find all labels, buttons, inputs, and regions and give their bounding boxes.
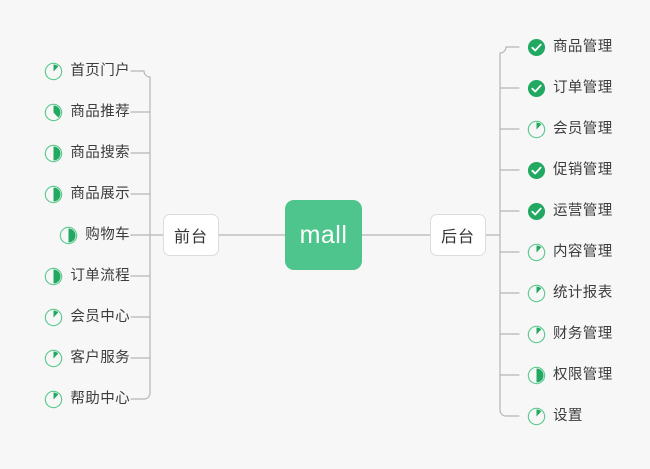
leaf-node-label: 首页门户: [70, 62, 130, 79]
pie-wedge-icon: [44, 62, 63, 81]
leaf-node-back-7[interactable]: 财务管理: [527, 320, 650, 348]
pie-half-icon: [44, 144, 63, 163]
pie-wedge-icon: [44, 390, 63, 409]
leaf-node-front-2[interactable]: 商品搜索: [0, 139, 130, 167]
leaf-node-back-4[interactable]: 运营管理: [527, 197, 650, 225]
leaf-node-label: 购物车: [85, 226, 130, 243]
pie-half-icon: [59, 226, 78, 245]
pie-half-icon: [44, 267, 63, 286]
leaf-node-label: 客户服务: [70, 349, 130, 366]
branch-node-back-label: 后台: [440, 229, 475, 246]
leaf-node-back-3[interactable]: 促销管理: [527, 156, 650, 184]
pie-wedge-icon: [527, 243, 546, 262]
pie-wedge-icon: [527, 407, 546, 426]
leaf-node-label: 权限管理: [553, 366, 613, 383]
leaf-node-back-6[interactable]: 统计报表: [527, 279, 650, 307]
leaf-node-back-9[interactable]: 设置: [527, 402, 650, 430]
leaf-node-back-8[interactable]: 权限管理: [527, 361, 650, 389]
check-circle-icon: [527, 79, 546, 98]
leaf-node-back-0[interactable]: 商品管理: [527, 33, 650, 61]
leaf-node-label: 运营管理: [553, 202, 613, 219]
branch-node-back[interactable]: 后台: [430, 214, 486, 256]
leaf-node-front-7[interactable]: 客户服务: [0, 344, 130, 372]
leaf-node-label: 统计报表: [553, 284, 613, 301]
leaf-node-label: 会员中心: [70, 308, 130, 325]
leaf-node-back-5[interactable]: 内容管理: [527, 238, 650, 266]
leaf-node-label: 商品搜索: [70, 144, 130, 161]
pie-half-icon: [44, 185, 63, 204]
branch-node-front[interactable]: 前台: [163, 214, 219, 256]
branch-node-front-label: 前台: [173, 229, 208, 246]
pie-wedge-icon: [44, 308, 63, 327]
leaf-node-front-8[interactable]: 帮助中心: [0, 385, 130, 413]
leaf-node-label: 帮助中心: [70, 390, 130, 407]
leaf-node-label: 内容管理: [553, 243, 613, 260]
leaf-node-label: 订单流程: [70, 267, 130, 284]
leaf-node-label: 会员管理: [553, 120, 613, 137]
leaf-node-label: 商品管理: [553, 38, 613, 55]
pie-wedge-icon: [527, 120, 546, 139]
leaf-node-label: 设置: [553, 407, 583, 424]
pie-wedge-icon: [527, 325, 546, 344]
leaf-node-label: 促销管理: [553, 161, 613, 178]
leaf-node-label: 商品展示: [70, 185, 130, 202]
pie-half-icon: [527, 366, 546, 385]
leaf-node-back-2[interactable]: 会员管理: [527, 115, 650, 143]
leaf-node-label: 订单管理: [553, 79, 613, 96]
leaf-node-front-6[interactable]: 会员中心: [0, 303, 130, 331]
pie-wedge-icon: [44, 103, 63, 122]
leaf-node-front-4[interactable]: 购物车: [0, 221, 130, 249]
leaf-node-front-1[interactable]: 商品推荐: [0, 98, 130, 126]
leaf-node-front-5[interactable]: 订单流程: [0, 262, 130, 290]
leaf-node-front-3[interactable]: 商品展示: [0, 180, 130, 208]
check-circle-icon: [527, 38, 546, 57]
leaf-node-front-0[interactable]: 首页门户: [0, 57, 130, 85]
pie-wedge-icon: [44, 349, 63, 368]
check-circle-icon: [527, 161, 546, 180]
check-circle-icon: [527, 202, 546, 221]
leaf-node-label: 商品推荐: [70, 103, 130, 120]
pie-wedge-icon: [527, 284, 546, 303]
leaf-node-label: 财务管理: [553, 325, 613, 342]
leaf-node-back-1[interactable]: 订单管理: [527, 74, 650, 102]
root-node-mall[interactable]: mall: [285, 200, 362, 270]
root-node-label: mall: [299, 220, 348, 249]
